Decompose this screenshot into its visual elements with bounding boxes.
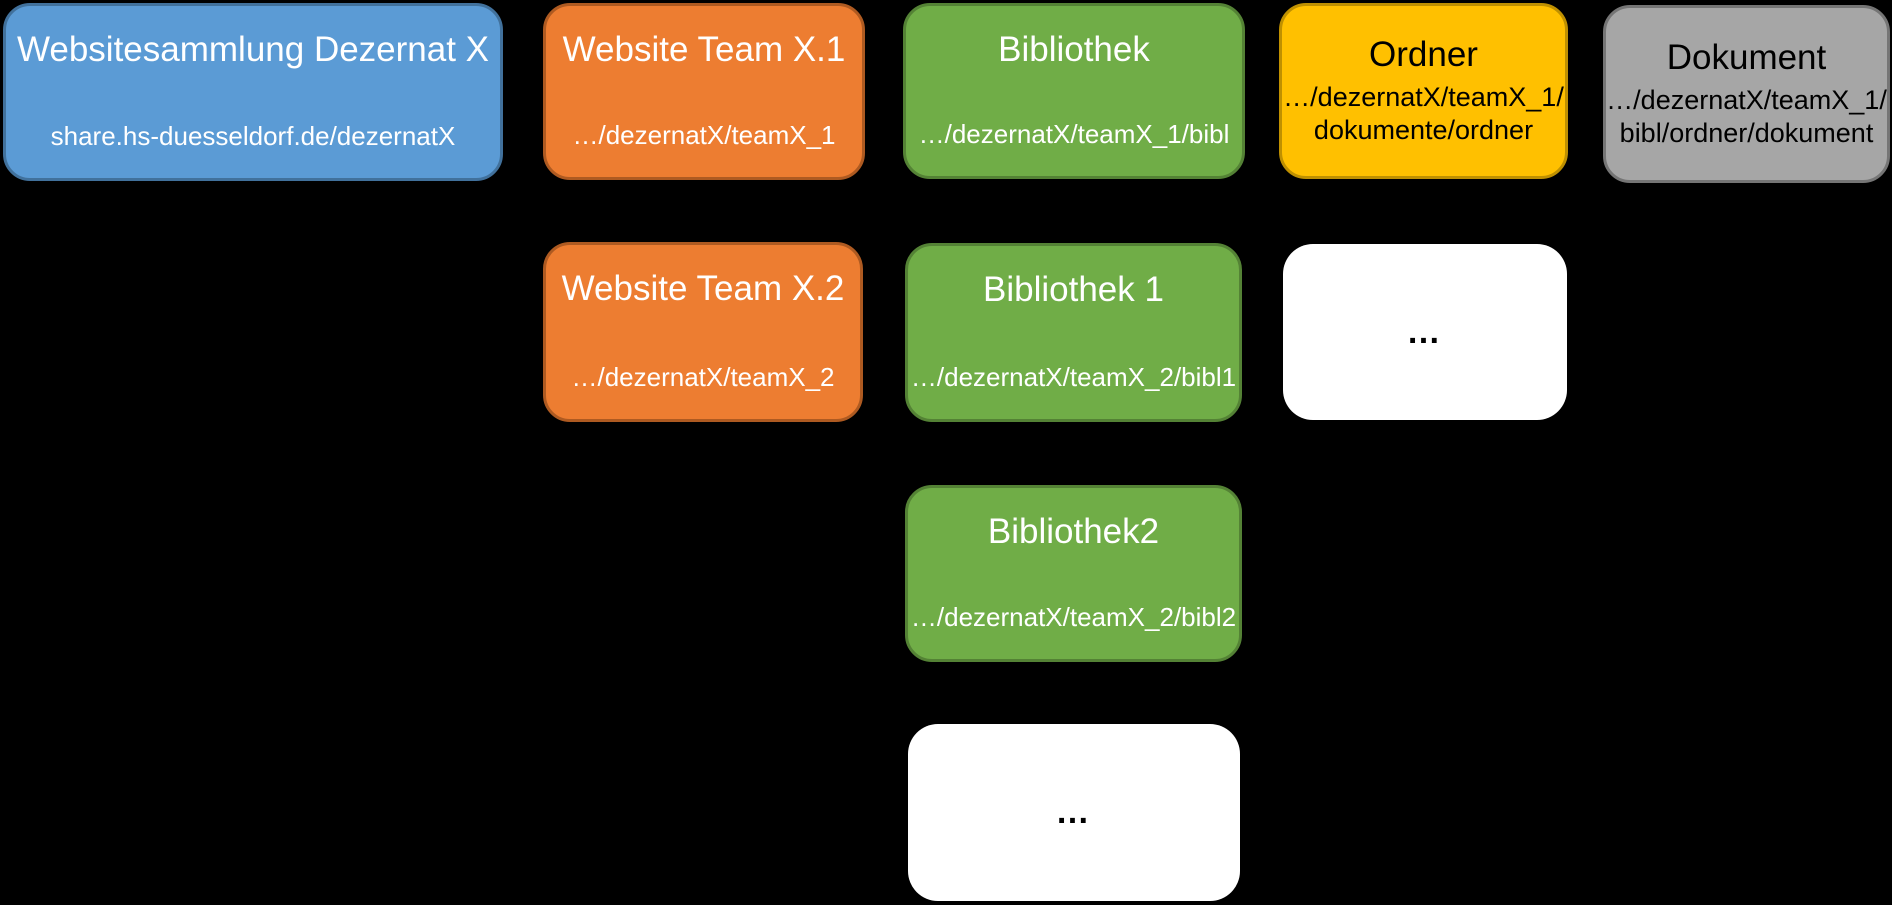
node-url: …/dezernatX/teamX_2/bibl1 xyxy=(910,361,1237,392)
node-url: …/dezernatX/teamX_2/bibl2 xyxy=(910,601,1237,632)
node-website-team-x1: Website Team X.1 …/dezernatX/teamX_1 xyxy=(543,3,865,180)
node-bibliothek2: Bibliothek2 …/dezernatX/teamX_2/bibl2 xyxy=(905,485,1242,662)
ellipsis-label: … xyxy=(1406,312,1444,351)
node-title: Websitesammlung Dezernat X xyxy=(16,30,490,69)
node-title: Bibliothek2 xyxy=(987,512,1160,551)
node-url-line-1: …/dezernatX/teamX_1/ xyxy=(1606,85,1887,116)
node-title: Bibliothek xyxy=(998,30,1150,69)
node-more-libraries: … xyxy=(908,724,1240,901)
node-title: Website Team X.2 xyxy=(561,269,845,308)
node-more-folders: … xyxy=(1283,244,1567,420)
node-url-line-2: bibl/ordner/dokument xyxy=(1619,118,1874,149)
node-url: …/dezernatX/teamX_1/bibl xyxy=(918,118,1230,149)
node-url-line-1: …/dezernatX/teamX_1/ xyxy=(1283,82,1564,113)
node-title: Ordner xyxy=(1369,34,1478,74)
ellipsis-label: … xyxy=(1055,793,1093,831)
node-url: …/dezernatX/teamX_1 xyxy=(572,119,836,150)
node-bibliothek: Bibliothek …/dezernatX/teamX_1/bibl xyxy=(903,3,1245,179)
node-title: Bibliothek 1 xyxy=(983,270,1164,309)
node-url-line-2: dokumente/ordner xyxy=(1313,115,1534,146)
node-url: share.hs-duesseldorf.de/dezernatX xyxy=(50,120,456,151)
node-bibliothek-1: Bibliothek 1 …/dezernatX/teamX_2/bibl1 xyxy=(905,243,1242,422)
node-websitesammlung-dezernat-x: Websitesammlung Dezernat X share.hs-dues… xyxy=(3,3,503,181)
node-website-team-x2: Website Team X.2 …/dezernatX/teamX_2 xyxy=(543,242,863,422)
node-dokument: Dokument …/dezernatX/teamX_1/ bibl/ordne… xyxy=(1603,5,1890,183)
node-url: …/dezernatX/teamX_2 xyxy=(571,361,835,392)
node-title: Dokument xyxy=(1666,37,1827,77)
node-title: Website Team X.1 xyxy=(562,30,846,69)
node-ordner: Ordner …/dezernatX/teamX_1/ dokumente/or… xyxy=(1279,3,1568,179)
